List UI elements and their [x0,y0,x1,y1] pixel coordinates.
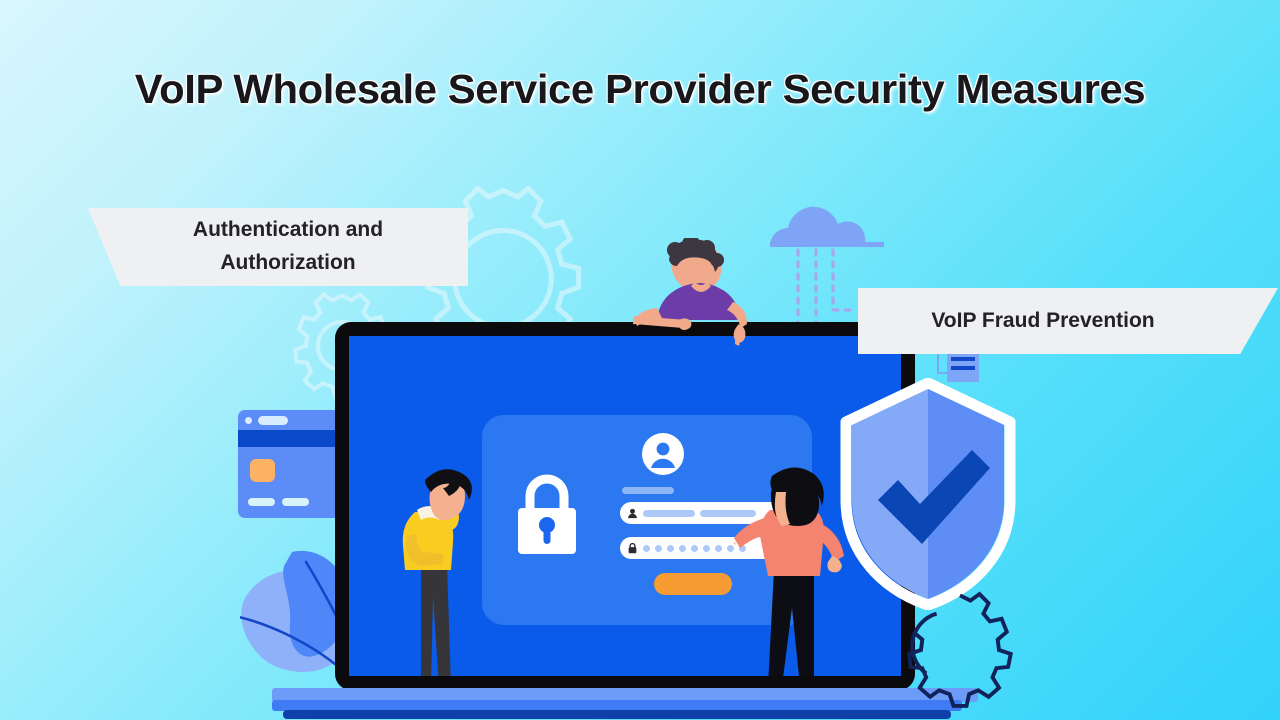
login-form-card [482,415,812,625]
password-dot [703,544,710,552]
form-label-placeholder [622,487,674,494]
label-authentication-authorization: Authentication and Authorization [88,208,468,286]
browser-titlebar [238,410,338,430]
browser-window-icon [238,410,338,518]
man-thinking-illustration [402,469,472,676]
browser-text-line [248,498,275,506]
label-fraud-text: VoIP Fraud Prevention [931,309,1155,332]
label-auth-line2: Authorization [220,251,356,274]
browser-text-line [282,498,309,506]
browser-address-pill [258,416,288,425]
browser-thumbnail-tile [250,459,275,482]
password-dot [715,544,722,552]
password-dot [691,544,698,552]
username-value-fill [643,509,695,517]
padlock-icon [518,474,576,554]
laptop-base-bottom [283,710,951,719]
password-input[interactable] [620,537,796,559]
label-voip-fraud-prevention: VoIP Fraud Prevention [858,288,1278,354]
username-value-fill [700,509,756,517]
woman-pointing-illustration [734,467,844,676]
password-dot [739,544,746,552]
browser-accent-bar [238,430,338,447]
laptop-base-middle [272,700,962,711]
laptop-illustration [335,322,915,690]
user-avatar-icon [642,433,684,475]
password-dot [667,544,674,552]
browser-dot-icon [245,417,252,424]
document-lines-icon [947,352,979,382]
label-auth-line1: Authentication and [192,218,384,242]
person-icon [628,508,637,518]
laptop-screen [349,336,901,676]
username-input[interactable] [620,502,796,524]
login-submit-button[interactable] [654,573,732,595]
lock-icon [628,542,637,554]
password-dot [679,544,686,552]
page-title: VoIP Wholesale Service Provider Security… [134,66,1146,112]
browser-body [238,447,338,518]
password-dot [655,544,662,552]
password-dot [643,544,650,552]
laptop-base-top [272,688,978,702]
password-dot [727,544,734,552]
